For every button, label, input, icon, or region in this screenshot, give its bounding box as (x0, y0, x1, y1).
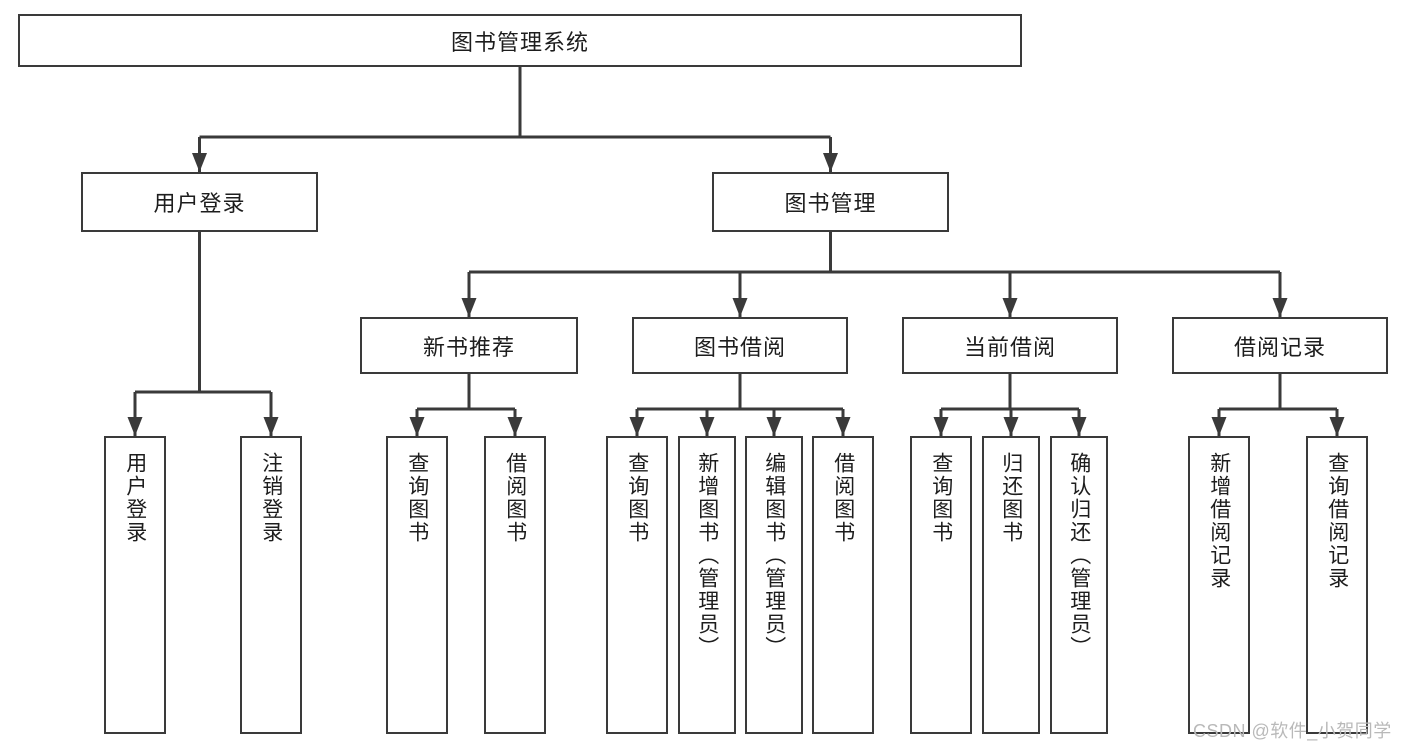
leaf-query-book-current-label: 查询图书 (929, 452, 953, 544)
node-new-book-recommend[interactable]: 新书推荐 (360, 317, 578, 374)
leaf-add-borrow-record[interactable]: 新增借阅记录 (1188, 436, 1250, 734)
node-user-login-label: 用户登录 (153, 191, 246, 216)
leaf-borrow-book[interactable]: 借阅图书 (812, 436, 874, 734)
leaf-add-book-admin-label: 新增图书（管理员） (695, 452, 719, 659)
leaf-borrow-book-recommend-label: 借阅图书 (503, 452, 527, 544)
leaf-return-book[interactable]: 归还图书 (982, 436, 1040, 734)
leaf-query-book-borrow[interactable]: 查询图书 (606, 436, 668, 734)
node-book-management-label: 图书管理 (784, 191, 877, 216)
leaf-add-borrow-record-label: 新增借阅记录 (1207, 452, 1231, 590)
leaf-query-book-current[interactable]: 查询图书 (910, 436, 972, 734)
node-new-book-recommend-label: 新书推荐 (422, 334, 515, 360)
leaf-query-book-borrow-label: 查询图书 (625, 452, 649, 544)
node-book-borrow-label: 图书借阅 (693, 334, 786, 360)
leaf-add-book-admin[interactable]: 新增图书（管理员） (678, 436, 736, 734)
leaf-logout-label: 注销登录 (259, 452, 283, 544)
node-book-management[interactable]: 图书管理 (712, 172, 949, 232)
leaf-return-book-label: 归还图书 (999, 452, 1023, 544)
leaf-edit-book-admin[interactable]: 编辑图书（管理员） (745, 436, 803, 734)
node-borrow-record-label: 借阅记录 (1233, 334, 1326, 360)
node-book-borrow[interactable]: 图书借阅 (632, 317, 848, 374)
node-current-borrow[interactable]: 当前借阅 (902, 317, 1118, 374)
leaf-query-borrow-record[interactable]: 查询借阅记录 (1306, 436, 1368, 734)
leaf-user-login-label: 用户登录 (123, 452, 147, 544)
node-current-borrow-label: 当前借阅 (963, 334, 1056, 360)
leaf-query-borrow-record-label: 查询借阅记录 (1325, 452, 1349, 590)
node-borrow-record[interactable]: 借阅记录 (1172, 317, 1388, 374)
leaf-query-book-recommend-label: 查询图书 (405, 452, 429, 544)
leaf-query-book-recommend[interactable]: 查询图书 (386, 436, 448, 734)
leaf-user-login[interactable]: 用户登录 (104, 436, 166, 734)
leaf-logout[interactable]: 注销登录 (240, 436, 302, 734)
leaf-edit-book-admin-label: 编辑图书（管理员） (762, 452, 786, 659)
node-user-login[interactable]: 用户登录 (81, 172, 318, 232)
leaf-confirm-return-admin[interactable]: 确认归还（管理员） (1050, 436, 1108, 734)
leaf-borrow-book-label: 借阅图书 (831, 452, 855, 544)
leaf-confirm-return-admin-label: 确认归还（管理员） (1067, 452, 1091, 659)
node-root-label: 图书管理系统 (450, 29, 589, 55)
node-root[interactable]: 图书管理系统 (18, 14, 1022, 67)
watermark: CSDN @软件_小贺同学 (1193, 721, 1392, 741)
leaf-borrow-book-recommend[interactable]: 借阅图书 (484, 436, 546, 734)
